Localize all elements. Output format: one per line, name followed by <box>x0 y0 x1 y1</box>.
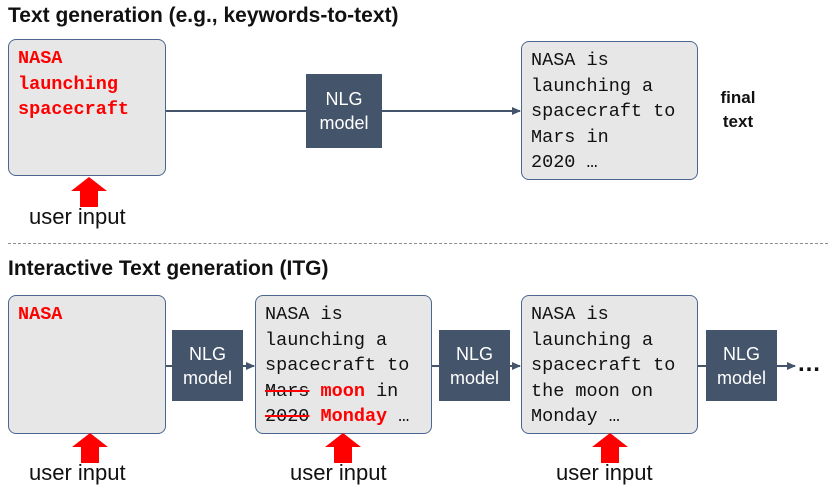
user-input-label: user input <box>556 460 653 485</box>
keyword-line: NASA <box>18 304 63 325</box>
draft-line: launching a <box>265 329 388 351</box>
deleted-word: 2020 <box>265 406 310 427</box>
draft-line: NASA is <box>265 304 343 325</box>
output-line: NASA is <box>531 304 609 325</box>
keyword-line: NASA <box>18 48 63 69</box>
inserted-word: Monday <box>320 406 388 427</box>
bottom-section-heading: Interactive Text generation (ITG) <box>8 257 329 280</box>
red-up-arrow-icon <box>72 433 108 463</box>
final-label-line: final <box>720 88 756 107</box>
keyword-line: launching <box>18 73 118 95</box>
output-line: spacecraft to <box>531 101 676 122</box>
deleted-word: Mars <box>265 380 310 402</box>
output-line: spacecraft to <box>531 355 676 376</box>
red-up-arrow-icon <box>71 177 107 207</box>
top-section-heading: Text generation (e.g., keywords-to-text) <box>8 4 399 27</box>
output-line: launching a <box>531 329 654 351</box>
nlg-model-label: NLG <box>325 89 363 109</box>
user-input-label: user input <box>29 460 126 485</box>
output-line: the moon on <box>531 380 654 402</box>
nlg-model-label: NLG <box>722 343 760 364</box>
draft-line: spacecraft to <box>265 355 410 376</box>
nlg-model-label: model <box>716 367 767 388</box>
generated-output-box: NASA is launching a spacecraft to Mars i… <box>521 41 698 180</box>
user-input-label: user input <box>290 460 387 485</box>
output-line: Mars in <box>531 126 609 148</box>
output-line: 2020 … <box>531 152 598 173</box>
output-line: launching a <box>531 75 654 97</box>
itg-input-box: NASA <box>8 295 166 434</box>
red-up-arrow-icon <box>325 433 361 463</box>
edited-draft-box: NASA is launching a spacecraft to Mars m… <box>255 295 432 434</box>
final-label-line: text <box>722 112 754 131</box>
output-line: NASA is <box>531 50 609 71</box>
nlg-model-box: NLG model <box>706 330 777 401</box>
section-divider <box>8 243 828 244</box>
nlg-model-label: NLG <box>188 343 226 364</box>
keywords-input-box: NASA launching spacecraft <box>8 39 166 176</box>
nlg-model-label: model <box>182 367 233 388</box>
draft-word: … <box>398 406 410 427</box>
nlg-model-box: NLG model <box>306 74 382 148</box>
nlg-model-label: NLG <box>455 343 493 364</box>
red-up-arrow-icon <box>592 433 628 463</box>
inserted-word: moon <box>320 380 365 402</box>
nlg-model-box: NLG model <box>439 330 510 401</box>
revised-output-box: NASA is launching a spacecraft to the mo… <box>521 295 698 434</box>
final-text-label: final text <box>710 86 766 134</box>
draft-word: in <box>376 380 399 402</box>
continuation-ellipsis: … <box>797 350 821 377</box>
nlg-model-label: model <box>449 367 500 388</box>
user-input-label: user input <box>29 204 126 229</box>
nlg-model-box: NLG model <box>172 330 243 401</box>
keyword-line: spacecraft <box>18 99 130 120</box>
nlg-model-label: model <box>319 113 369 133</box>
output-line: Monday … <box>531 406 620 427</box>
